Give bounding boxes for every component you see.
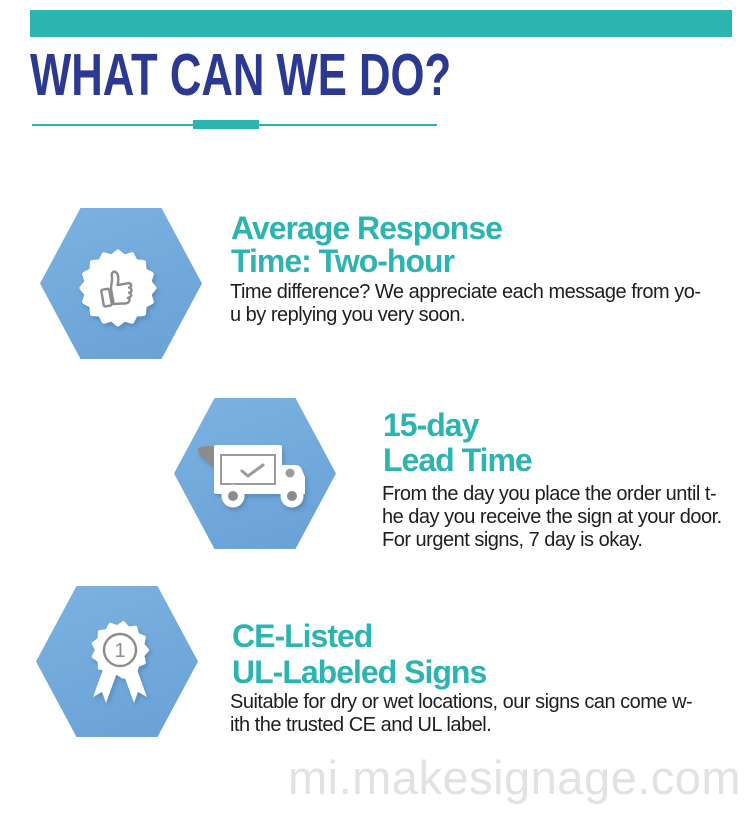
medal-number: 1 — [114, 640, 125, 662]
section-lead-time-body: From the day you place the order until t… — [382, 483, 722, 552]
section-lead-time-heading: 15-day Lead Time — [383, 407, 533, 478]
hexagon-certifications: 1 — [36, 586, 198, 737]
hexagon-response-time — [40, 208, 202, 359]
heading-line: CE-Listed — [232, 618, 373, 654]
hexagon-lead-time — [174, 398, 336, 549]
heading-line: Time: Two-hour — [231, 243, 455, 279]
body-line: u by replying you very soon. — [230, 304, 466, 326]
heading-line: Lead Time — [383, 442, 533, 478]
body-line: Suitable for dry or wet locations, our s… — [230, 691, 693, 713]
section-certifications-heading: CE-Listed UL-Labeled Signs — [232, 618, 487, 690]
top-accent-bar — [30, 10, 732, 37]
watermark-text: mi.makesignage.com — [288, 751, 742, 804]
body-line: From the day you place the order until t… — [382, 483, 717, 505]
award-ribbon-icon: 1 — [91, 621, 149, 703]
heading-line: UL-Labeled Signs — [232, 654, 487, 690]
section-response-time-body: Time difference? We appreciate each mess… — [230, 281, 701, 327]
body-line: he day you receive the sign at your door… — [382, 506, 722, 528]
body-line: Time difference? We appreciate each mess… — [230, 281, 701, 303]
title-divider-accent — [193, 120, 259, 129]
body-line: For urgent signs, 7 day is okay. — [382, 529, 643, 551]
delivery-truck-icon — [198, 445, 305, 508]
heading-line: Average Response — [231, 210, 503, 246]
thumbs-up-badge-icon — [79, 249, 157, 327]
section-response-time-heading: Average Response Time: Two-hour — [231, 210, 503, 279]
heading-line: 15-day — [383, 407, 479, 443]
page-title: WHAT CAN WE DO? — [30, 42, 452, 108]
section-certifications-body: Suitable for dry or wet locations, our s… — [230, 691, 693, 737]
body-line: ith the trusted CE and UL label. — [230, 714, 492, 736]
